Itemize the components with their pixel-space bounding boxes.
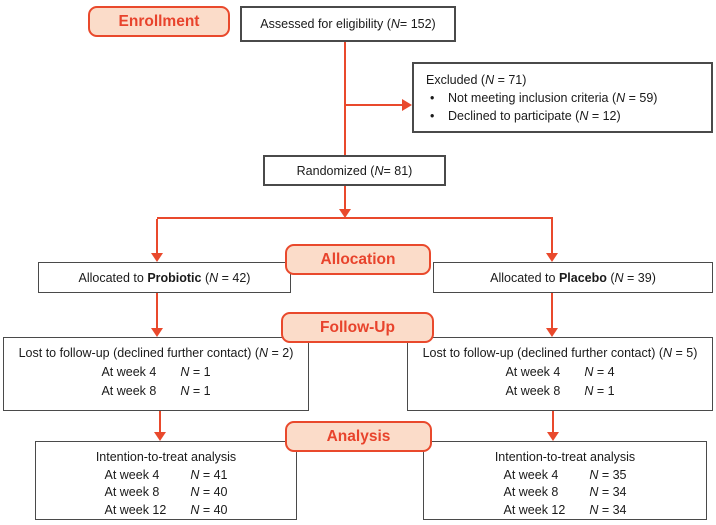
week-value: N = 1 [180,384,211,398]
allocated-placebo-text: Allocated to Placebo (N = 39) [490,270,656,285]
connector-split-horizontal [157,217,553,219]
analysis-right-title: Intention-to-treat analysis [494,450,636,464]
week-value: N = 40 [190,502,228,517]
connector-split-right-down [551,219,553,253]
arrow-into-analysis-right-icon [547,432,559,441]
week-label: At week 8 [101,384,157,398]
week-value: N = 1 [180,365,211,379]
week-label: At week 8 [104,485,160,499]
connector-to-excluded [344,104,402,106]
week-value: N = 34 [589,502,627,517]
week-value: N = 1 [584,384,615,398]
analysis-left-box: Intention-to-treat analysis At week 4 N … [35,441,297,520]
followup-stage-label: Follow-Up [281,312,434,343]
excluded-item: • Declined to participate (N = 12) [426,107,703,125]
connector-randomized-down [344,186,346,209]
randomized-box: Randomized (N = 81) [263,155,446,186]
group-name-probiotic: Probiotic [147,270,202,285]
group-name-placebo: Placebo [558,270,607,285]
arrow-into-lost-right-icon [546,328,558,337]
analysis-right-box: Intention-to-treat analysis At week 4 N … [423,441,707,520]
excluded-item-text: Declined to participate (N = 12) [448,109,621,123]
week-label: At week 8 [505,384,561,398]
week-label: At week 4 [101,365,157,379]
lost-followup-right-box: Lost to follow-up (declined further cont… [407,337,713,411]
allocated-probiotic-box: Allocated to Probiotic (N = 42) [38,262,291,293]
analysis-left-title: Intention-to-treat analysis [95,450,237,464]
allocated-probiotic-text: Allocated to Probiotic (N = 42) [78,270,251,285]
enrollment-stage-label: Enrollment [88,6,230,37]
connector-lost-to-analysis-right [552,411,554,432]
lost-followup-right-title: Lost to follow-up (declined further cont… [422,346,698,360]
bullet-icon: • [430,91,435,105]
week-label: At week 4 [505,365,561,379]
excluded-title: Excluded (N = 71) [426,73,527,87]
connector-assessed-to-randomized [344,42,346,155]
excluded-item-text: Not meeting inclusion criteria (N = 59) [448,91,658,105]
week-label: At week 12 [104,502,167,517]
analysis-right-rows: At week 4 N = 35 At week 8 N = 34 At wee… [503,467,626,520]
arrow-into-analysis-left-icon [154,432,166,441]
bullet-icon: • [430,109,435,123]
week-value: N = 41 [190,467,228,482]
lost-followup-right-rows: At week 4 N = 4 At week 8 N = 1 [505,363,614,401]
connector-probiotic-to-lost [156,293,158,328]
assessed-box: Assessed for eligibility (N = 152) [240,6,456,42]
allocation-stage-label: Allocation [285,244,431,275]
week-label: At week 12 [503,502,566,517]
lost-followup-left-rows: At week 4 N = 1 At week 8 N = 1 [101,363,210,401]
excluded-item: • Not meeting inclusion criteria (N = 59… [426,89,703,107]
allocated-placebo-box: Allocated to Placebo (N = 39) [433,262,713,293]
week-value: N = 4 [584,365,615,379]
excluded-box: Excluded (N = 71) • Not meeting inclusio… [412,62,713,133]
connector-split-left-down [156,219,158,253]
week-label: At week 8 [503,485,559,499]
lost-followup-left-title: Lost to follow-up (declined further cont… [18,346,294,360]
analysis-left-rows: At week 4 N = 41 At week 8 N = 40 At wee… [104,467,227,520]
week-value: N = 35 [589,467,627,482]
lost-followup-left-box: Lost to follow-up (declined further cont… [3,337,309,411]
arrow-into-probiotic-icon [151,253,163,262]
week-label: At week 4 [104,467,160,482]
connector-lost-to-analysis-left [159,411,161,432]
arrow-into-placebo-icon [546,253,558,262]
connector-placebo-to-lost [551,293,553,328]
arrow-into-excluded-icon [402,99,412,111]
arrow-randomized-split-icon [339,209,351,218]
week-value: N = 40 [190,485,228,499]
week-value: N = 34 [589,485,627,499]
week-label: At week 4 [503,467,559,482]
arrow-into-lost-left-icon [151,328,163,337]
analysis-stage-label: Analysis [285,421,432,452]
